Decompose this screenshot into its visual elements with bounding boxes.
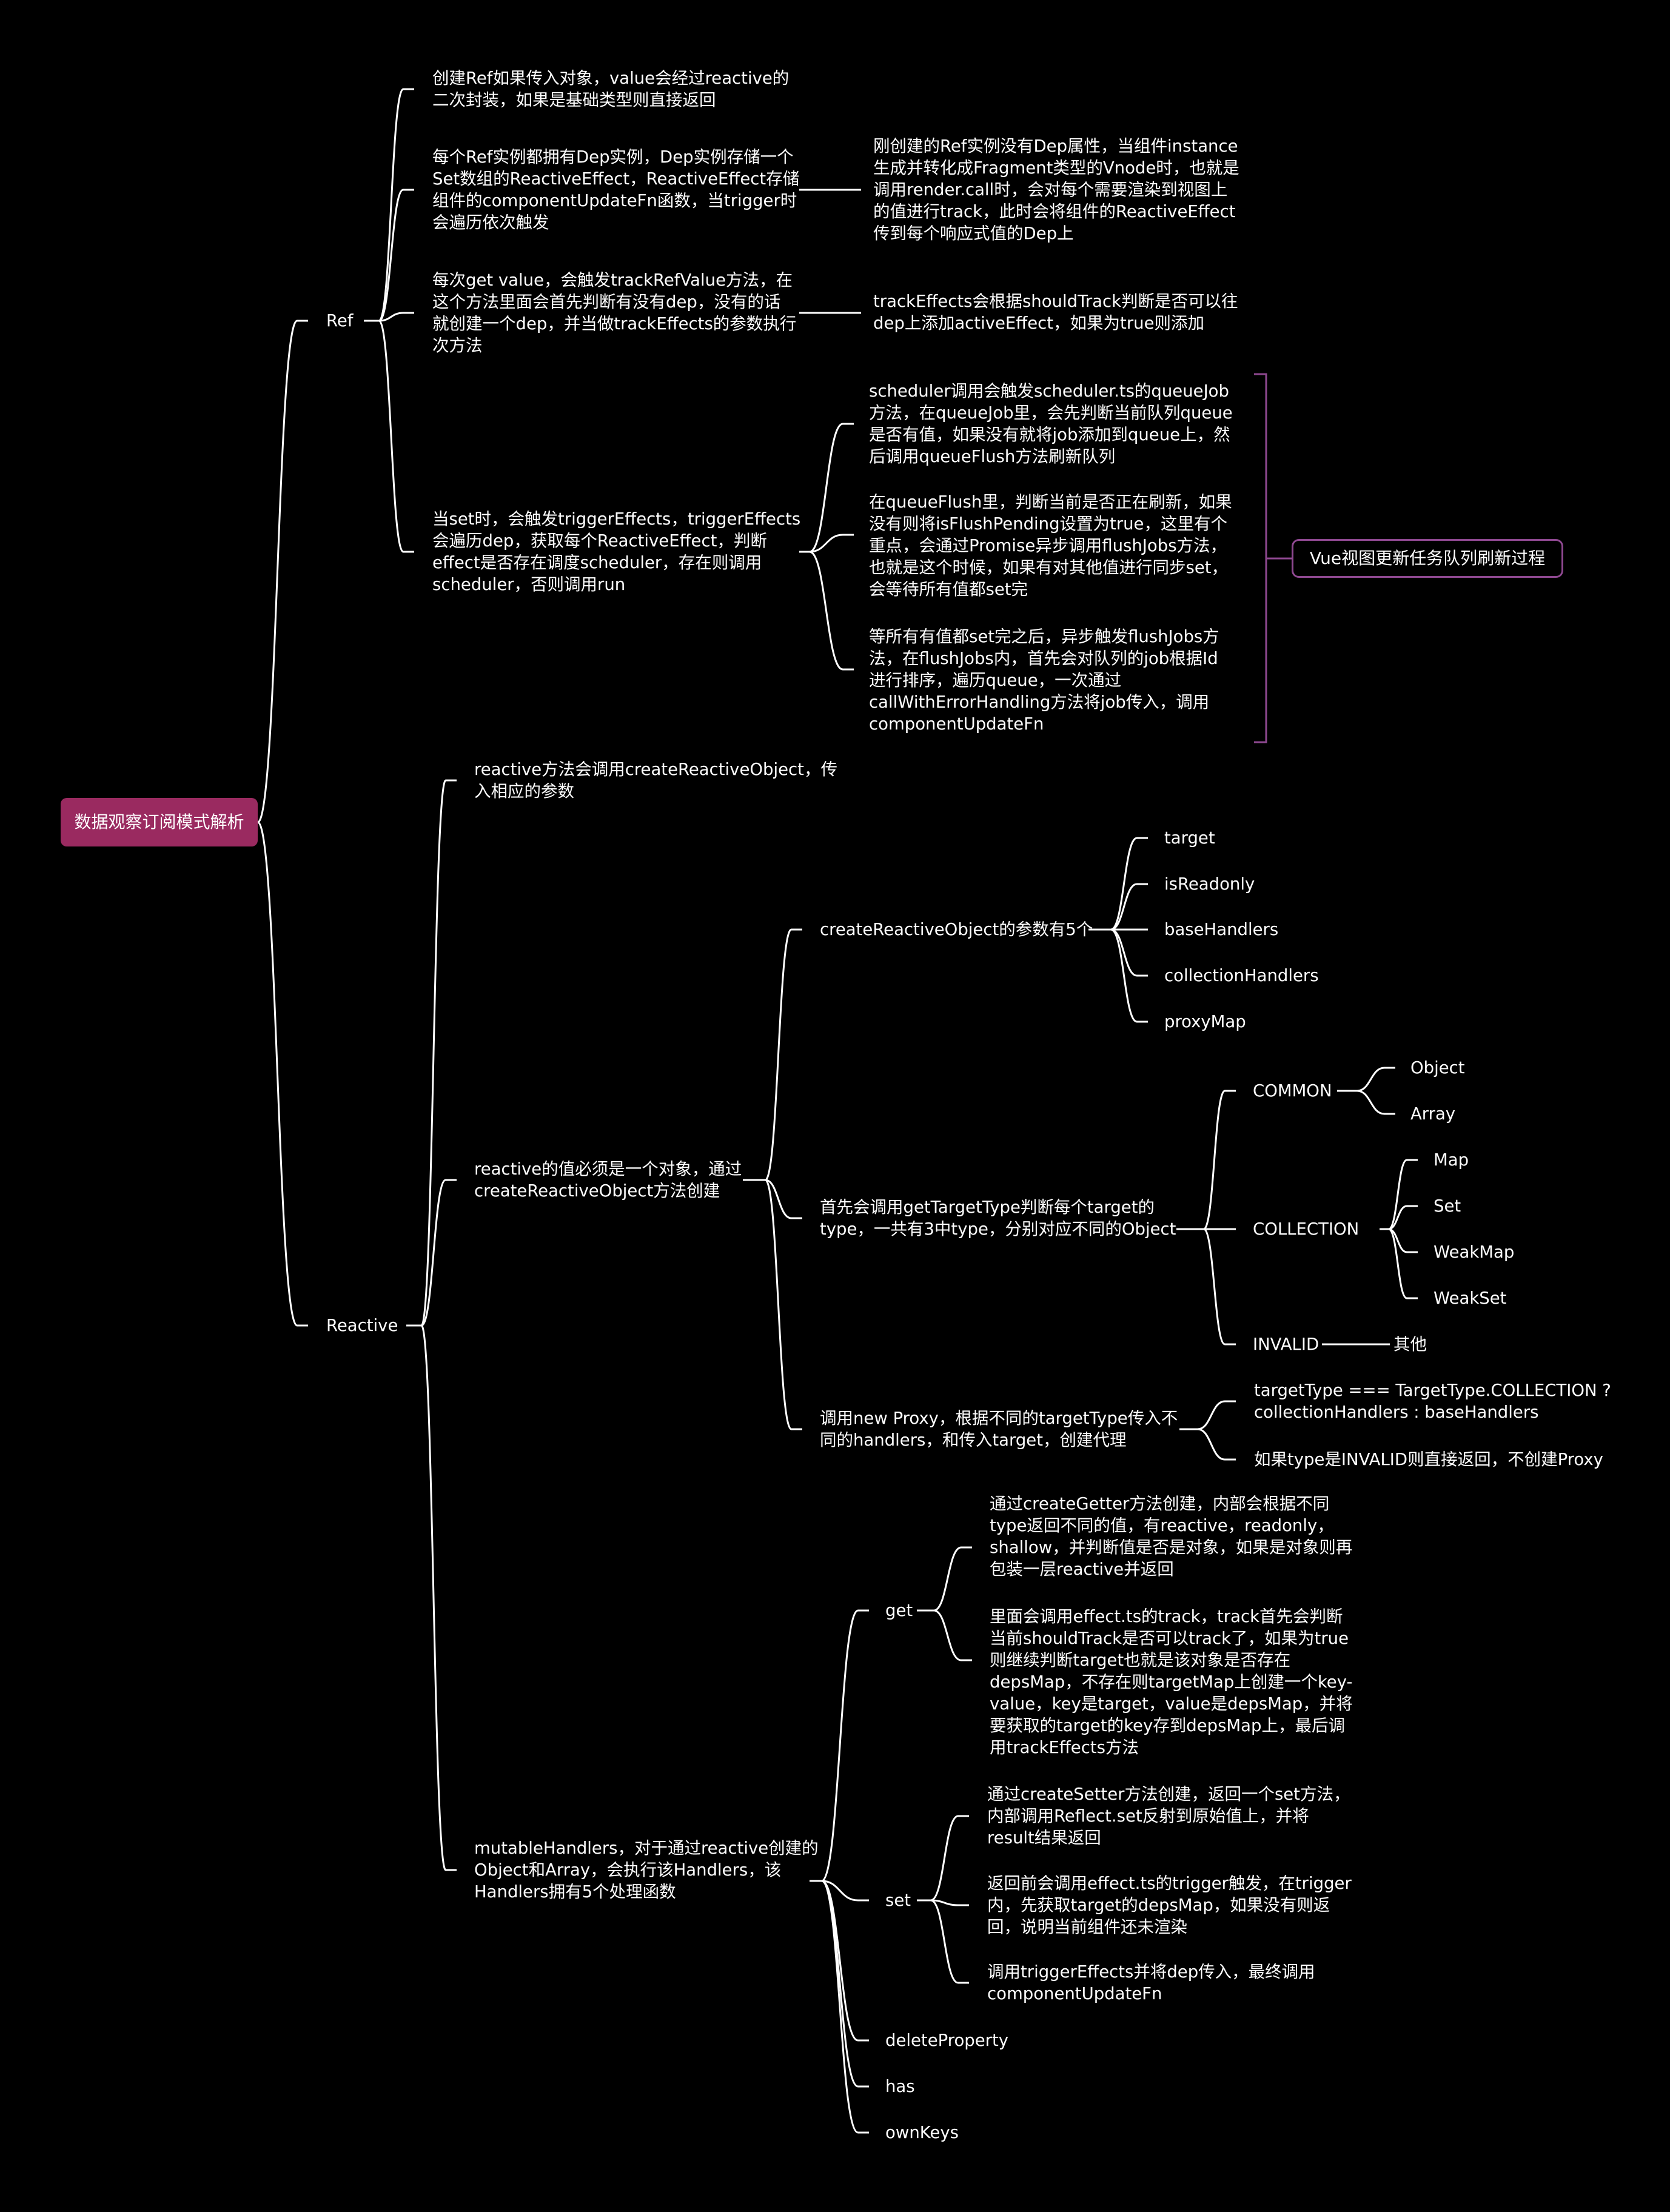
ref-node-set[interactable]: 当set时，会触发triggerEffects，triggerEffects 会… [432,509,801,594]
connector-line [1110,837,1148,931]
connector-line [821,1880,869,2088]
ref-node[interactable]: Ref [326,311,354,330]
ref-node-scheduler[interactable]: scheduler调用会触发scheduler.ts的queueJob 方法，在… [869,381,1233,466]
connector-line [930,1899,969,1906]
connector-line [1203,1228,1236,1346]
bracket-line [1254,373,1292,743]
connector-line [1356,1090,1395,1115]
connector-line [821,1880,869,1902]
connector-line [1197,1428,1236,1461]
connector-line [809,423,854,553]
type-invalid-node[interactable]: INVALID [1253,1335,1320,1354]
connector-line [809,534,854,553]
type-leaf[interactable]: Set [1434,1196,1461,1216]
connector-line [257,320,308,823]
set-leaf-trigger-effects[interactable]: 调用triggerEffects并将dep传入，最终调用 componentUp… [987,1962,1315,2003]
connector-line [933,1546,972,1612]
reactive-node-object[interactable]: reactive的值必须是一个对象，通过 createReactiveObjec… [474,1159,742,1201]
connector-line [420,779,457,1327]
ref-node-flush-jobs[interactable]: 等所有有值都set完之后，异步触发flushJobs方 法，在flushJobs… [869,627,1219,734]
connector-line [765,1179,802,1219]
type-common-node[interactable]: COMMON [1253,1081,1332,1101]
connector-line [1202,1090,1236,1230]
get-leaf-track[interactable]: 里面会调用effect.ts的track，track首先会判断 当前should… [990,1607,1353,1757]
connector-line [378,320,414,553]
proxy-leaf-invalid[interactable]: 如果type是INVALID则直接返回，不创建Proxy [1254,1450,1603,1469]
connector-line [421,1179,457,1327]
params-node[interactable]: createReactiveObject的参数有5个 [820,920,1093,939]
reactive-node-create[interactable]: reactive方法会调用createReactiveObject，传 入相应的… [474,760,837,801]
set-leaf-create-setter[interactable]: 通过createSetter方法创建，返回一个set方法， 内部调用Reflec… [987,1785,1350,1848]
param-leaf[interactable]: isReadonly [1164,874,1255,894]
ref-node-get-value[interactable]: 每次get value，会触发trackRefValue方法，在 这个方法里面会… [432,270,797,355]
type-leaf[interactable]: Map [1434,1150,1469,1170]
mutable-handlers-node[interactable]: mutableHandlers，对于通过reactive创建的 Object和A… [474,1838,819,1902]
ref-node-track-effects[interactable]: trackEffects会根据shouldTrack判断是否可以往 dep上添加… [873,292,1238,333]
connector-line [1197,1400,1236,1430]
connector-line [930,1899,969,1984]
proxy-node[interactable]: 调用new Proxy，根据不同的targetType传入不 同的handler… [820,1409,1178,1450]
summary-callout[interactable]: Vue视图更新任务队列刷新过程 [1292,539,1563,578]
connector-line [1388,1159,1418,1230]
param-leaf[interactable]: target [1164,828,1215,848]
connector-line [378,312,414,322]
ref-node-queue-flush[interactable]: 在queueFlush里，判断当前是否正在刷新，如果 没有则将isFlushPe… [869,492,1232,599]
param-leaf[interactable]: proxyMap [1164,1012,1246,1031]
connector-line [809,551,854,671]
type-leaf[interactable]: WeakMap [1434,1242,1515,1262]
connector-line [378,189,414,322]
type-collection-node[interactable]: COLLECTION [1253,1219,1360,1239]
type-leaf[interactable]: WeakSet [1434,1289,1507,1308]
connector-line [1110,928,1148,1023]
connector-line [764,928,802,1181]
connector-line [1388,1228,1418,1299]
connector-line [420,1324,457,1871]
connector-line [1388,1205,1418,1230]
ref-node-create[interactable]: 创建Ref如果传入对象，value会经过reactive的 二次封装，如果是基础… [432,69,790,110]
target-type-node[interactable]: 首先会调用getTargetType判断每个target的 type，一共有3中… [820,1198,1176,1239]
connector-line [1388,1228,1418,1253]
connector-line [933,1609,972,1661]
connector-line [930,1815,969,1902]
param-leaf[interactable]: baseHandlers [1164,920,1279,939]
reactive-node[interactable]: Reactive [326,1316,398,1335]
handler-delete-property[interactable]: deleteProperty [885,2031,1009,2050]
handler-has[interactable]: has [885,2077,915,2096]
connector-line [1356,1067,1395,1092]
type-leaf[interactable]: 其他 [1393,1335,1427,1354]
type-leaf[interactable]: Object [1410,1058,1465,1078]
handler-get-node[interactable]: get [885,1601,913,1620]
ref-node-dep-detail[interactable]: 刚创建的Ref实例没有Dep属性，当组件instance 生成并转化成Fragm… [873,136,1239,243]
handler-set-node[interactable]: set [885,1891,911,1910]
get-leaf-create-getter[interactable]: 通过createGetter方法创建，内部会根据不同 type返回不同的值，有r… [990,1494,1353,1579]
proxy-leaf-handlers[interactable]: targetType === TargetType.COLLECTION ? c… [1254,1381,1611,1422]
connector-line [764,1179,802,1430]
connector-line [257,821,308,1327]
connector-line [1110,883,1148,931]
handler-own-keys[interactable]: ownKeys [885,2123,959,2142]
connector-line [821,1609,869,1882]
connector-line [821,1880,869,2134]
type-leaf[interactable]: Array [1410,1104,1456,1124]
connector-line [378,88,414,322]
root-node[interactable]: 数据观察订阅模式解析 [61,798,258,846]
set-leaf-trigger[interactable]: 返回前会调用effect.ts的trigger触发，在trigger 内，先获取… [987,1874,1352,1937]
ref-node-dep[interactable]: 每个Ref实例都拥有Dep实例，Dep实例存储一个 Set数组的Reactive… [432,147,800,232]
connector-line [821,1880,869,2042]
param-leaf[interactable]: collectionHandlers [1164,966,1319,985]
